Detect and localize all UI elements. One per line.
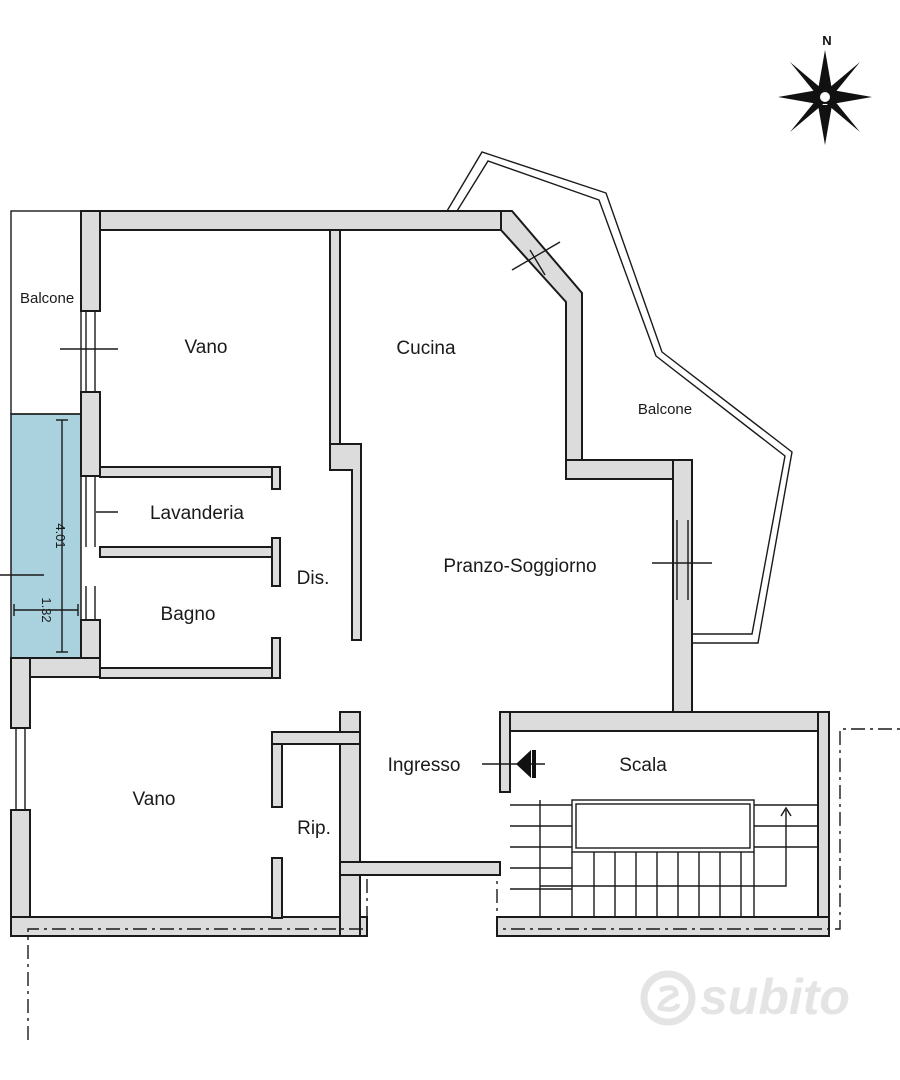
room-label-lavanderia: Lavanderia [150,503,244,524]
room-label-balcone-west: Balcone [20,290,74,307]
room-label-rip: Rip. [297,818,331,839]
highlighted-area [10,413,82,659]
dimension-width-label: 1.32 [39,597,54,622]
windows [15,241,712,810]
room-label-pranzo-soggiorno: Pranzo-Soggiorno [443,556,596,577]
staircase-icon [510,799,818,917]
room-label-vano-south: Vano [133,789,176,810]
room-label-vano-north: Vano [185,337,228,358]
dimension-lines [0,419,79,653]
interior-walls [99,229,362,919]
room-label-ingresso: Ingresso [388,755,461,776]
property-boundary [27,728,900,1040]
exterior-walls [10,210,830,937]
watermark-logo: subito [640,969,850,1026]
room-labels: Balcone Vano Cucina Balcone Lavanderia B… [20,290,692,839]
room-label-cucina: Cucina [396,338,456,359]
compass-icon: N [778,33,872,145]
room-label-balcone-east: Balcone [638,401,692,418]
dimension-length-label: 4.01 [53,523,68,548]
room-label-scala: Scala [619,755,667,776]
balcony-west-outline [10,210,82,415]
room-label-bagno: Bagno [161,604,216,625]
room-label-dis: Dis. [297,568,330,589]
balcony-east-outline [446,151,793,644]
compass-north-label: N [822,33,831,48]
entrance-door-icon [482,750,545,778]
watermark-brand-text: subito [700,969,850,1025]
